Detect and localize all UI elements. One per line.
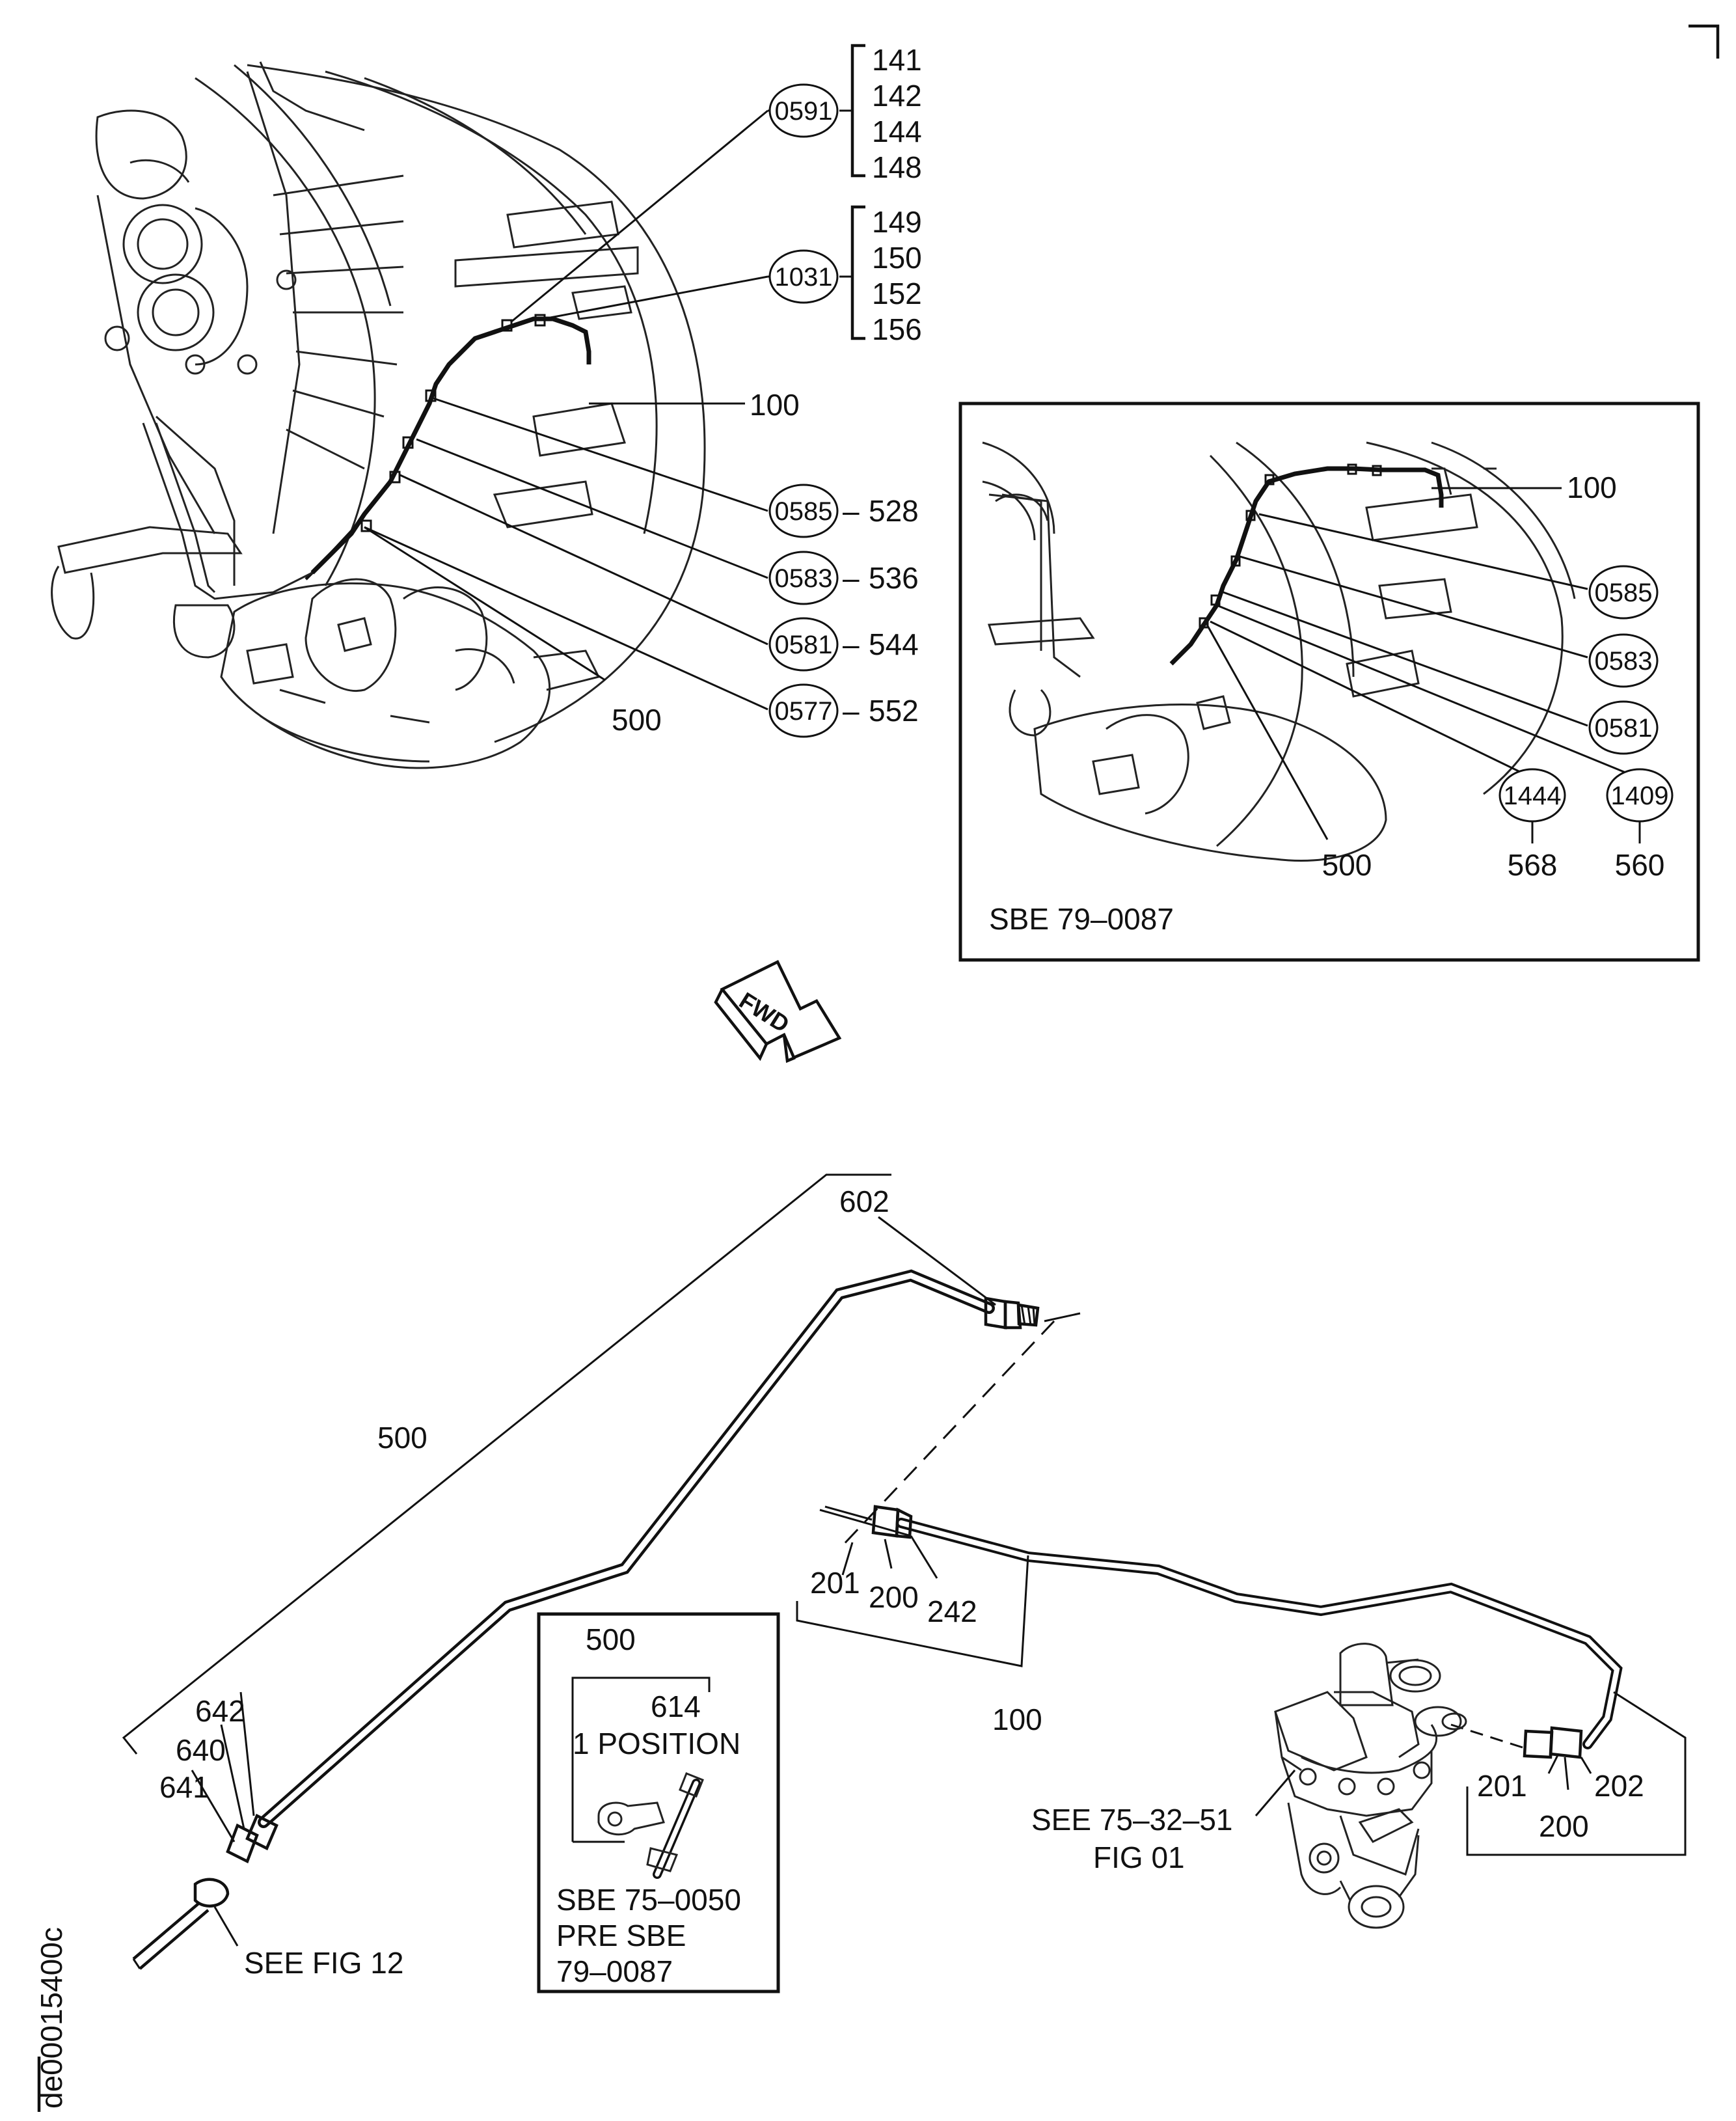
item-142: 142 <box>872 79 922 113</box>
item-552: 552 <box>869 694 919 728</box>
item-149: 149 <box>872 205 922 239</box>
label-641: 641 <box>159 1770 210 1804</box>
inset-item-560: 560 <box>1615 848 1665 882</box>
fwd-arrow: FWD <box>714 959 842 1063</box>
item-528: 528 <box>869 494 919 528</box>
circle-0577-text: 0577 <box>775 697 833 726</box>
circle-0585-text: 0585 <box>775 497 833 526</box>
item-536: 536 <box>869 561 919 595</box>
label-100-exploded: 100 <box>992 1703 1042 1736</box>
corner-mark <box>1689 24 1720 59</box>
inset-circle-1444: 1444 <box>1504 782 1562 810</box>
pre-sbe-caption-1: SBE 75–0050 <box>556 1883 741 1917</box>
circle-0583-text: 0583 <box>775 564 833 593</box>
label-100-main: 100 <box>750 388 800 422</box>
callout-1031: 1031 <box>768 249 839 304</box>
label-500-main: 500 <box>612 703 662 737</box>
pre-sbe-caption-2: PRE SBE <box>556 1919 686 1952</box>
item-148: 148 <box>872 150 922 184</box>
exploded-view <box>122 1173 1687 1970</box>
bracket-group-1031-items: 149 150 152 156 <box>872 205 922 346</box>
label-640: 640 <box>176 1733 226 1767</box>
item-141: 141 <box>872 43 922 77</box>
circle-0581-text: 0581 <box>775 631 833 659</box>
inset-circle-1409: 1409 <box>1611 782 1669 810</box>
bracket-group-0591-items: 141 142 144 148 <box>872 43 922 184</box>
engine-main-illustration <box>51 61 706 769</box>
inset-label-500: 500 <box>1322 848 1372 882</box>
clamp-callout-0577: 0577 – 552 <box>768 683 919 738</box>
pre-sbe-caption-3: 79–0087 <box>556 1954 673 1988</box>
inset-pre-sbe: 500 614 1 POSITION SBE 75–0050 PRE SBE 7… <box>537 1612 780 1993</box>
item-544: 544 <box>869 627 919 661</box>
dash-0583: – <box>843 561 860 595</box>
item-150: 150 <box>872 241 922 275</box>
pre-sbe-position: 1 POSITION <box>573 1727 740 1760</box>
pre-sbe-label-614: 614 <box>651 1690 701 1723</box>
label-642: 642 <box>195 1694 245 1728</box>
label-see-fig-12: SEE FIG 12 <box>244 1946 403 1980</box>
dash-0577: – <box>843 694 860 728</box>
clamp-callout-0581: 0581 – 544 <box>768 617 919 672</box>
drawing-id-text: de00015400c <box>34 1927 68 2109</box>
label-200-right: 200 <box>1539 1809 1589 1843</box>
fwd-label: FWD <box>735 987 794 1037</box>
inset-circle-0585: 0585 <box>1595 579 1653 607</box>
item-144: 144 <box>872 115 922 148</box>
inset-item-568: 568 <box>1508 848 1558 882</box>
label-500-exploded: 500 <box>377 1421 427 1455</box>
dash-0581: – <box>843 627 860 661</box>
item-156: 156 <box>872 312 922 346</box>
pre-sbe-label-500: 500 <box>586 1622 636 1656</box>
callout-1031-text: 1031 <box>775 263 833 292</box>
inset-caption: SBE 79–0087 <box>989 902 1174 936</box>
inset-sbe-79-0087: 100 0585 0583 0581 1444 568 1409 560 500… <box>958 402 1700 962</box>
tube-100-main <box>310 316 591 575</box>
label-see-75-32-51: SEE 75–32–51 <box>1031 1803 1233 1837</box>
label-fig-01: FIG 01 <box>1093 1840 1185 1874</box>
label-602: 602 <box>839 1184 889 1218</box>
drawing-id: de00015400c <box>34 1927 68 2112</box>
inset-circle-0583: 0583 <box>1595 647 1653 676</box>
callout-0591-text: 0591 <box>775 97 833 126</box>
inset-label-100: 100 <box>1567 471 1617 504</box>
item-152: 152 <box>872 277 922 310</box>
clamp-callout-0583: 0583 – 536 <box>768 551 919 605</box>
clamp-callout-0585: 0585 – 528 <box>768 484 919 538</box>
label-201-right: 201 <box>1477 1769 1527 1803</box>
label-202: 202 <box>1594 1769 1644 1803</box>
label-200-left: 200 <box>869 1580 919 1614</box>
label-242: 242 <box>927 1594 977 1628</box>
callout-0591: 0591 <box>768 83 839 138</box>
label-201-left: 201 <box>810 1566 860 1600</box>
inset-circle-0581: 0581 <box>1595 714 1653 743</box>
dash-0585: – <box>843 494 860 528</box>
